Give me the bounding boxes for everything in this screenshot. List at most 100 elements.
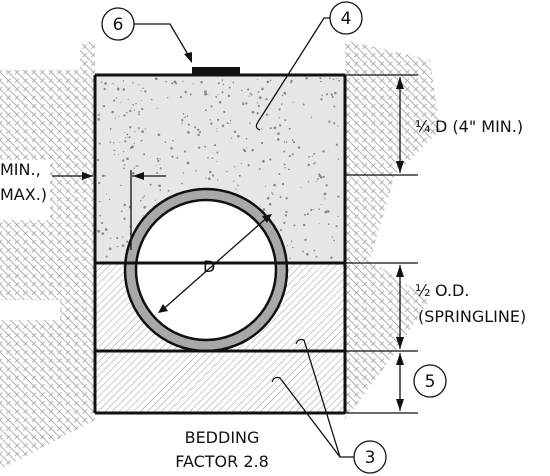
aggregate-speck xyxy=(98,142,101,145)
aggregate-speck xyxy=(122,236,124,238)
aggregate-speck xyxy=(112,83,114,85)
aggregate-speck xyxy=(318,223,320,225)
aggregate-speck xyxy=(312,208,314,210)
aggregate-speck xyxy=(258,96,262,100)
aggregate-speck xyxy=(278,117,280,119)
aggregate-speck xyxy=(217,94,219,96)
aggregate-speck xyxy=(200,80,203,84)
aggregate-speck xyxy=(249,122,251,124)
aggregate-speck xyxy=(159,158,161,160)
aggregate-speck xyxy=(307,163,311,167)
aggregate-speck xyxy=(135,165,137,167)
aggregate-speck xyxy=(122,88,126,91)
aggregate-speck xyxy=(335,225,338,228)
aggregate-speck xyxy=(133,109,136,112)
aggregate-speck xyxy=(283,141,286,143)
aggregate-speck xyxy=(128,109,132,113)
aggregate-speck xyxy=(97,118,101,121)
aggregate-speck xyxy=(245,102,248,105)
aggregate-speck xyxy=(133,167,135,170)
aggregate-speck xyxy=(122,159,125,162)
aggregate-speck xyxy=(204,145,207,148)
aggregate-speck xyxy=(314,161,316,164)
aggregate-speck xyxy=(260,141,264,145)
aggregate-speck xyxy=(171,82,174,85)
aggregate-speck xyxy=(318,174,321,177)
aggregate-speck xyxy=(306,252,309,256)
aggregate-speck xyxy=(221,124,225,128)
aggregate-speck xyxy=(142,196,144,199)
aggregate-speck xyxy=(144,90,147,93)
aggregate-speck xyxy=(233,130,237,134)
aggregate-speck xyxy=(103,87,106,91)
aggregate-speck xyxy=(303,213,307,216)
aggregate-speck xyxy=(251,110,255,114)
aggregate-speck xyxy=(337,158,340,160)
aggregate-speck xyxy=(97,114,100,117)
aggregate-speck xyxy=(127,136,129,138)
aggregate-speck xyxy=(104,174,106,177)
aggregate-speck xyxy=(326,210,330,213)
aggregate-speck xyxy=(122,151,125,153)
aggregate-speck xyxy=(121,244,125,247)
callout-4: 4 xyxy=(255,1,363,131)
aggregate-speck xyxy=(114,153,116,155)
aggregate-speck xyxy=(237,134,240,138)
aggregate-speck xyxy=(265,98,268,101)
aggregate-speck xyxy=(273,126,277,130)
aggregate-speck xyxy=(279,228,283,232)
aggregate-speck xyxy=(290,240,293,242)
aggregate-speck xyxy=(229,119,232,122)
aggregate-speck xyxy=(284,119,287,122)
aggregate-speck xyxy=(143,205,147,209)
aggregate-speck xyxy=(318,208,320,211)
aggregate-speck xyxy=(126,133,129,136)
trench-width-label-line1: MIN., xyxy=(0,160,41,179)
aggregate-speck xyxy=(216,161,218,162)
aggregate-speck xyxy=(175,82,178,85)
aggregate-speck xyxy=(258,168,261,170)
aggregate-speck xyxy=(116,236,119,240)
aggregate-speck xyxy=(144,128,146,130)
aggregate-speck xyxy=(137,165,139,167)
aggregate-speck xyxy=(165,80,167,83)
aggregate-speck xyxy=(242,102,245,106)
aggregate-speck xyxy=(133,142,136,145)
aggregate-speck xyxy=(99,112,101,114)
aggregate-speck xyxy=(322,175,325,178)
aggregate-speck xyxy=(337,215,339,218)
aggregate-speck xyxy=(292,246,294,249)
aggregate-speck xyxy=(313,152,316,155)
aggregate-speck xyxy=(278,124,282,127)
aggregate-speck xyxy=(126,240,129,243)
aggregate-speck xyxy=(157,133,161,137)
aggregate-speck xyxy=(138,84,140,86)
aggregate-speck xyxy=(284,214,288,217)
aggregate-speck xyxy=(113,99,116,102)
cover-fraction: ¼ xyxy=(415,117,431,136)
aggregate-speck xyxy=(120,101,122,103)
aggregate-speck xyxy=(265,113,269,116)
aggregate-speck xyxy=(171,155,174,158)
aggregate-speck xyxy=(181,182,183,185)
aggregate-speck xyxy=(261,87,264,91)
aggregate-speck xyxy=(337,125,339,127)
callout-6: 6 xyxy=(101,7,192,63)
aggregate-speck xyxy=(108,247,112,251)
aggregate-speck xyxy=(187,123,190,126)
aggregate-speck xyxy=(292,141,296,144)
aggregate-speck xyxy=(183,150,187,153)
aggregate-speck xyxy=(141,130,145,134)
aggregate-speck xyxy=(285,210,288,214)
aggregate-speck xyxy=(240,89,243,92)
aggregate-speck xyxy=(192,83,194,85)
aggregate-speck xyxy=(140,90,142,92)
aggregate-speck xyxy=(313,249,316,252)
aggregate-speck xyxy=(129,146,133,150)
aggregate-speck xyxy=(242,101,244,104)
aggregate-speck xyxy=(204,90,207,94)
cover-dimension-label: D (4" MIN.) xyxy=(435,117,523,136)
aggregate-speck xyxy=(320,80,322,83)
aggregate-speck xyxy=(322,150,325,153)
aggregate-speck xyxy=(110,237,112,239)
